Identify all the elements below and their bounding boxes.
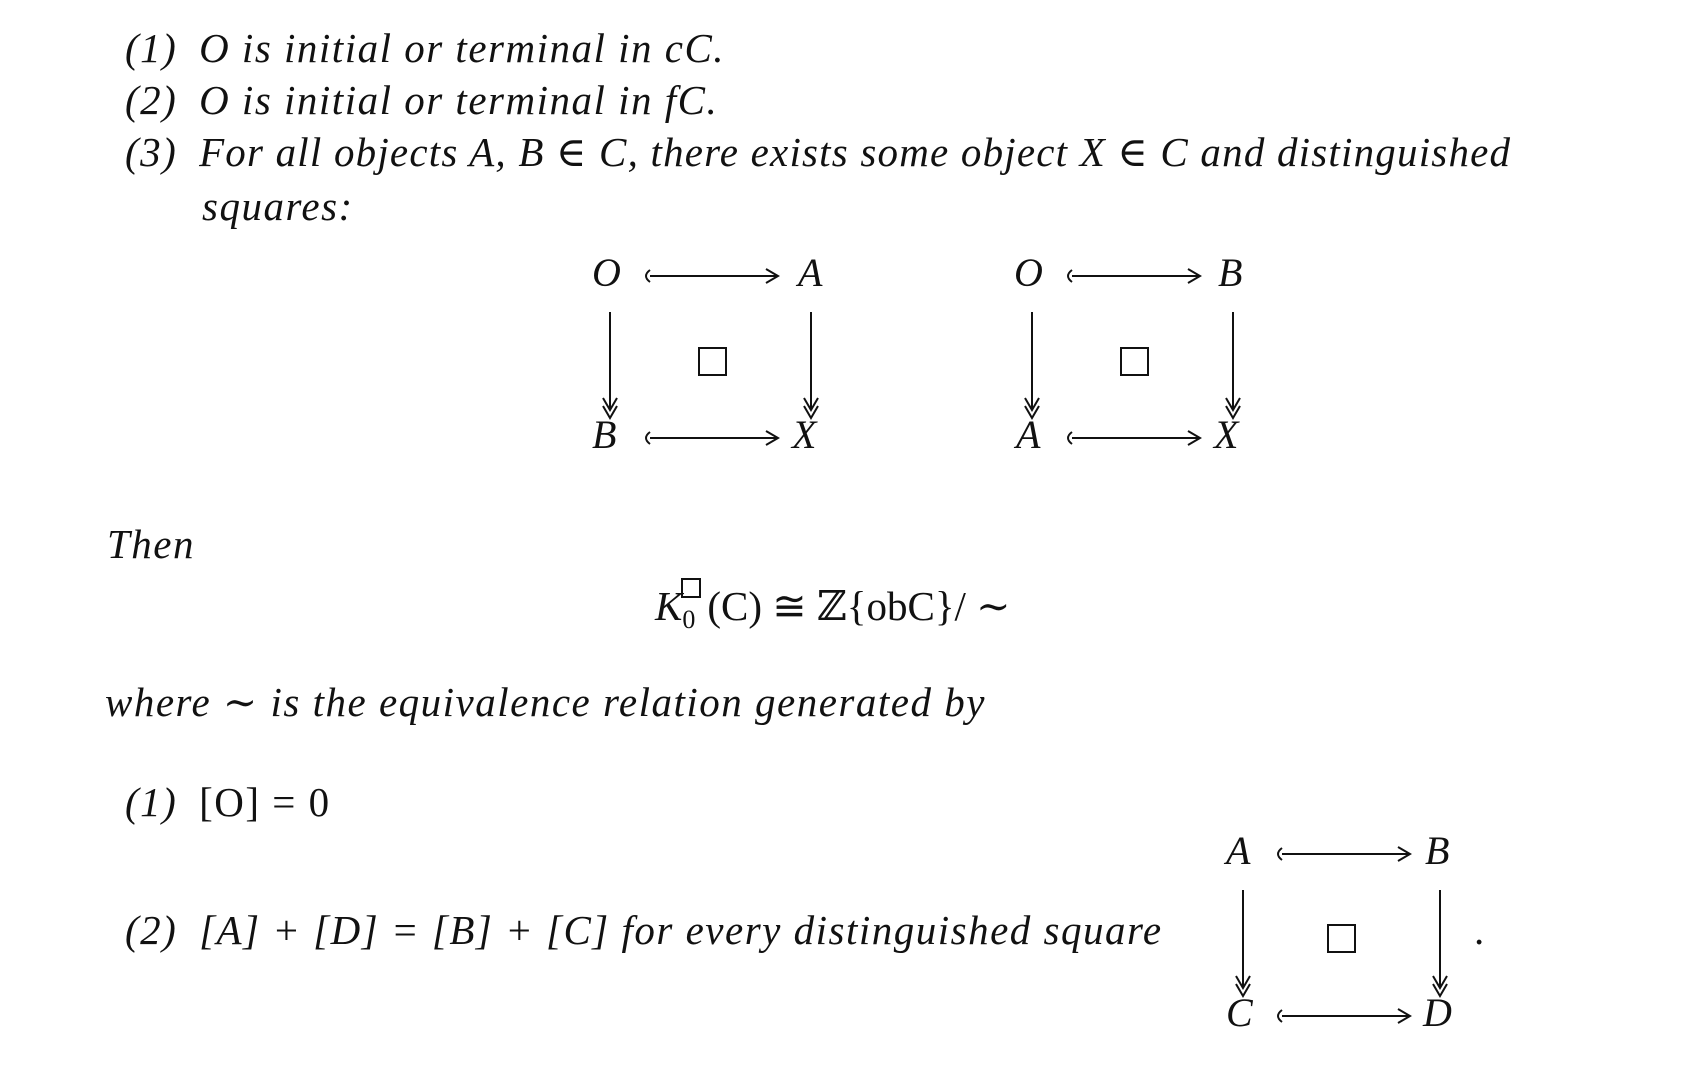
mono-arrow-top [1067, 268, 1202, 284]
mono-arrow-bottom [645, 430, 780, 446]
node-top-left: A [1223, 828, 1251, 873]
relation-2: (2) [A] + [D] = [B] + [C] for every dist… [125, 910, 1163, 951]
epi-arrow-right [1225, 312, 1241, 420]
relation-1: (1) [O] = 0 [125, 782, 331, 823]
epi-arrow-right [803, 312, 819, 420]
formula-subscript: 0 [682, 605, 696, 634]
relation-1-number: (1) [125, 779, 178, 825]
epi-arrow-left [1235, 890, 1251, 998]
node-top-left: O [592, 250, 621, 295]
node-bottom-left: A [1013, 412, 1041, 457]
distinguished-square-mark [698, 347, 727, 376]
then-text: Then [107, 521, 195, 567]
epi-arrow-right [1432, 890, 1448, 998]
node-top-right: A [795, 250, 823, 295]
node-top-left: O [1014, 250, 1043, 295]
square-diagram-2: O B A X [1013, 250, 1242, 457]
node-bottom-right: X [790, 412, 818, 457]
epi-arrow-left [1024, 312, 1040, 420]
condition-1-text: O is initial or terminal in cC. [199, 25, 726, 71]
mono-arrow-bottom [1067, 430, 1202, 446]
relation-2-trailing-period: . [1475, 907, 1487, 953]
square-diagram-3: A B C D [1223, 828, 1452, 1035]
where-text: where ∼ is the equivalence relation gene… [105, 679, 986, 725]
distinguished-square-mark [1327, 924, 1356, 953]
condition-1-number: (1) [125, 25, 178, 71]
distinguished-square-mark [1120, 347, 1149, 376]
formula-rest: (C) ≅ ℤ{obC}/ ∼ [707, 583, 1011, 629]
node-top-right: B [1425, 828, 1449, 873]
mono-arrow-top [1277, 846, 1412, 862]
mono-arrow-bottom [1277, 1008, 1412, 1024]
node-top-right: B [1218, 250, 1242, 295]
condition-3-continuation: squares: [202, 183, 354, 229]
condition-3-number: (3) [125, 129, 178, 175]
relation-1-text: [O] = 0 [199, 779, 331, 825]
condition-2-number: (2) [125, 77, 178, 123]
square-diagram-1: O A B X [592, 250, 823, 457]
k-zero-formula: K0 (C) ≅ ℤ{obC}/ ∼ [655, 578, 1011, 633]
condition-2-text: O is initial or terminal in fC. [199, 77, 719, 123]
node-bottom-left: C [1226, 990, 1254, 1035]
condition-3: (3) For all objects A, B ∈ C, there exis… [125, 132, 1511, 173]
epi-arrow-left [602, 312, 618, 420]
node-bottom-right: D [1422, 990, 1452, 1035]
relation-2-text: [A] + [D] = [B] + [C] for every distingu… [199, 907, 1163, 953]
relation-2-number: (2) [125, 907, 178, 953]
mono-arrow-top [645, 268, 780, 284]
node-bottom-left: B [592, 412, 616, 457]
condition-1: (1) O is initial or terminal in cC. [125, 28, 725, 69]
formula-k: K [655, 583, 683, 629]
condition-3-text: For all objects A, B ∈ C, there exists s… [199, 129, 1512, 175]
formula-superscript-box [681, 578, 702, 598]
node-bottom-right: X [1212, 412, 1240, 457]
condition-2: (2) O is initial or terminal in fC. [125, 80, 718, 121]
